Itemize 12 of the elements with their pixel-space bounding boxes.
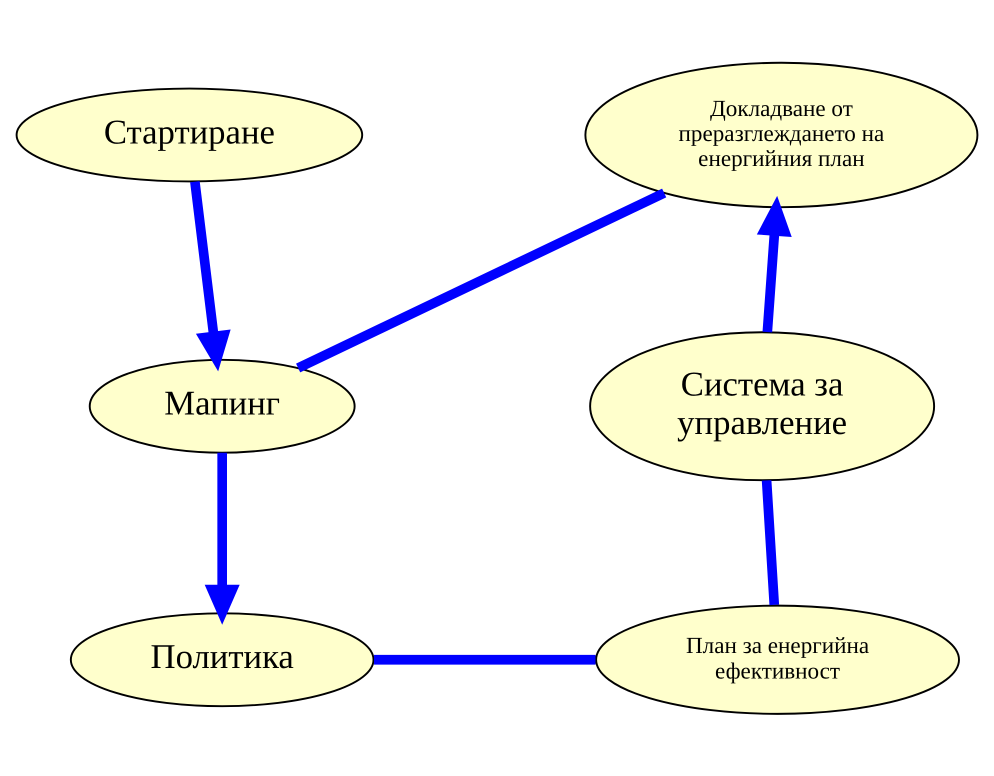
node-ellipse: Мапинг xyxy=(88,358,356,454)
arrow xyxy=(756,195,792,332)
node-ellipse: Политика xyxy=(70,612,374,707)
arrow xyxy=(204,452,240,624)
node-ellipse: Докладване от преразглеждането на енергийния план xyxy=(584,61,978,208)
node-ellipse: Система за управление xyxy=(589,330,936,481)
node-ellipse: Стартиране xyxy=(16,87,364,182)
connector xyxy=(762,480,780,605)
connector xyxy=(374,654,596,664)
node-ellipse: План за енергийна ефективност xyxy=(595,604,960,714)
connector xyxy=(296,188,666,372)
arrow xyxy=(190,180,231,371)
